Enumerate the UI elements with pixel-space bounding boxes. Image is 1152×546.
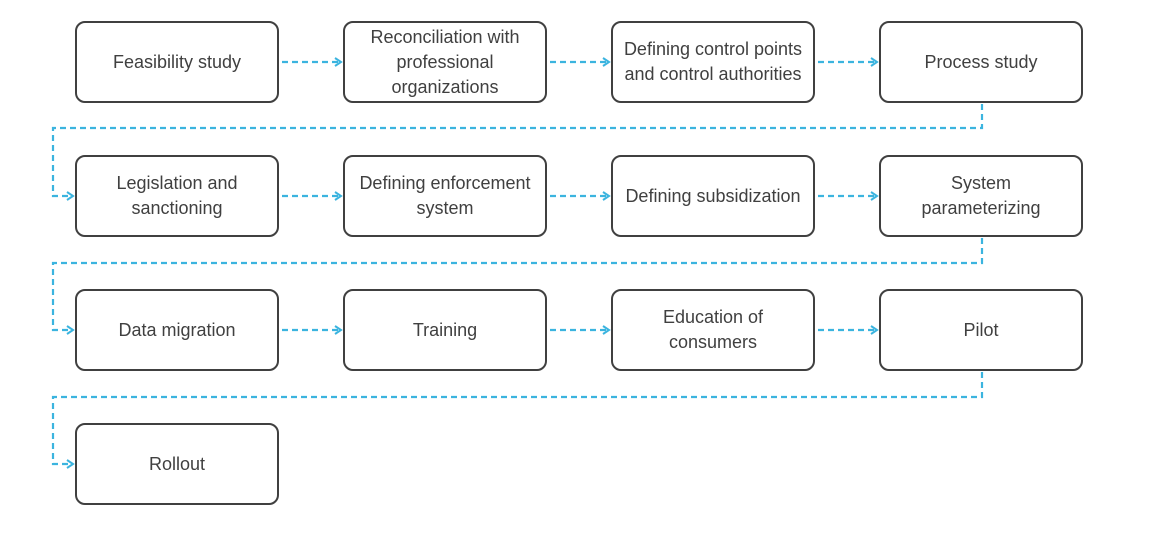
- step-defining-subsidization: Defining subsidization: [611, 155, 815, 237]
- connector-8-9: [51, 238, 984, 335]
- step-data-migration: Data migration: [75, 289, 279, 371]
- step-rollout: Rollout: [75, 423, 279, 505]
- connector-12-13: [51, 372, 984, 469]
- step-reconciliation-with-professional-organizations: Reconciliation with professional organiz…: [343, 21, 547, 103]
- step-feasibility-study: Feasibility study: [75, 21, 279, 103]
- step-process-study: Process study: [879, 21, 1083, 103]
- step-pilot: Pilot: [879, 289, 1083, 371]
- step-education-of-consumers: Education of consumers: [611, 289, 815, 371]
- step-system-parameterizing: System parameterizing: [879, 155, 1083, 237]
- step-defining-control-points: Defining control points and control auth…: [611, 21, 815, 103]
- step-defining-enforcement-system: Defining enforcement system: [343, 155, 547, 237]
- step-legislation-and-sanctioning: Legislation and sanctioning: [75, 155, 279, 237]
- connector-4-5: [51, 104, 984, 201]
- step-training: Training: [343, 289, 547, 371]
